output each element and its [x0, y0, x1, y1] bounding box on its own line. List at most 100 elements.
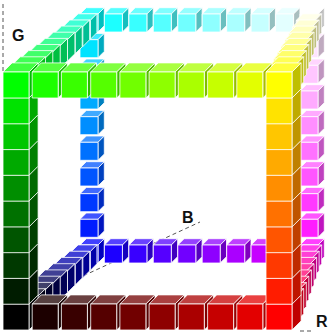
cube-cell-face: [171, 8, 177, 32]
cube-cell-face: [227, 14, 245, 32]
cube-cell-face: [91, 304, 117, 330]
cube-cell-face: [237, 304, 263, 330]
cube-cell-face: [3, 72, 29, 98]
cube-cell-face: [67, 32, 75, 61]
cube-cell-face: [266, 72, 292, 98]
cube-cell-face: [80, 168, 98, 186]
cube-cell-face: [171, 239, 177, 263]
cube-cell-face: [98, 33, 104, 57]
cube-cell-face: [3, 201, 29, 227]
cube-cell-face: [178, 14, 196, 32]
cube-cell-face: [61, 304, 87, 330]
cube-cell-face: [3, 278, 29, 304]
cube-cell-face: [75, 26, 82, 54]
cube-cell-face: [300, 168, 318, 186]
cube-cell-face: [318, 187, 324, 211]
cube-cell-face: [245, 8, 251, 32]
cube-cell-face: [300, 117, 318, 135]
cube-cell-face: [266, 304, 292, 330]
cube-cell-face: [3, 227, 29, 253]
cube-cell-face: [208, 304, 234, 330]
cube-cell-face: [237, 72, 263, 98]
cube-cell-face: [276, 14, 294, 32]
cube-cell-face: [80, 142, 98, 160]
cube-cell-face: [266, 124, 292, 150]
cube-cell-face: [178, 245, 196, 263]
cube-cell-face: [98, 8, 104, 32]
cube-cell-face: [98, 239, 104, 263]
cube-cell-face: [266, 201, 292, 227]
cube-cell-face: [245, 239, 251, 263]
cube-cell-face: [149, 72, 175, 98]
cube-cell-face: [266, 278, 292, 304]
cube-cell-face: [318, 110, 324, 134]
cube-cell-face: [266, 175, 292, 201]
cube-cell-face: [83, 251, 90, 278]
cube-cell-face: [80, 194, 98, 212]
cube-cell-face: [300, 194, 318, 212]
cube-cell-face: [220, 8, 226, 32]
g-axis-line: [3, 4, 4, 72]
cube-cell-face: [208, 72, 234, 98]
cube-cell-face: [266, 227, 292, 253]
cube-cell-face: [227, 245, 245, 263]
cube-cell-face: [3, 149, 29, 175]
cube-cell-face: [120, 72, 146, 98]
cube-cell-face: [266, 149, 292, 175]
cube-cell-face: [318, 136, 324, 160]
cube-cell-face: [202, 14, 220, 32]
cube-cell-face: [318, 59, 324, 83]
cube-cell-face: [149, 304, 175, 330]
cube-cell-face: [98, 136, 104, 160]
cube-cell-face: [3, 98, 29, 124]
cube-cell-face: [318, 162, 324, 186]
cube-cell-face: [32, 304, 58, 330]
cube-cell-face: [300, 142, 318, 160]
cube-cell-face: [3, 252, 29, 278]
axis-lines: [3, 4, 312, 331]
cube-cell-face: [178, 72, 204, 98]
cube-cell-face: [67, 264, 75, 293]
cube-cell-face: [122, 8, 128, 32]
r-axis-label: R: [316, 314, 328, 330]
cube-cell-face: [3, 124, 29, 150]
g-axis-label: G: [12, 28, 24, 44]
cube-cell-face: [32, 72, 58, 98]
cube-cell-face: [91, 72, 117, 98]
cube-cell-face: [98, 162, 104, 186]
cube-cell-face: [251, 14, 269, 32]
cube-cell-face: [3, 304, 29, 330]
r-axis-line: [300, 331, 312, 332]
cube-cell-face: [3, 175, 29, 201]
cube-cell-face: [153, 14, 171, 32]
cube-cell-face: [202, 245, 220, 263]
cube-cell-face: [318, 213, 324, 237]
cube-cell-face: [129, 245, 147, 263]
cube-cell-face: [300, 219, 318, 237]
cube-cell-face: [196, 8, 202, 32]
cube-cell-face: [318, 85, 324, 109]
cube-cell-face: [90, 14, 97, 40]
cube-cell-face: [61, 72, 87, 98]
cube-cell-face: [122, 239, 128, 263]
cube-cell-face: [153, 245, 171, 263]
cube-cell-face: [147, 8, 153, 32]
cube-cell-face: [147, 239, 153, 263]
cube-cell-face: [98, 110, 104, 134]
cube-cell-face: [266, 252, 292, 278]
cube-cell-face: [266, 98, 292, 124]
cube-cell-face: [269, 8, 275, 32]
b-axis-label: B: [182, 210, 194, 226]
cube-cells: [3, 8, 324, 330]
cube-cell-face: [83, 20, 90, 47]
cube-cell-face: [129, 14, 147, 32]
cube-cell-face: [292, 63, 301, 98]
cube-cell-face: [104, 14, 122, 32]
cube-cell-face: [98, 187, 104, 211]
cube-cell-face: [120, 304, 146, 330]
cube-cell-face: [178, 304, 204, 330]
cube-cell-face: [75, 257, 82, 285]
cube-cell-face: [300, 91, 318, 109]
cube-cell-face: [196, 239, 202, 263]
